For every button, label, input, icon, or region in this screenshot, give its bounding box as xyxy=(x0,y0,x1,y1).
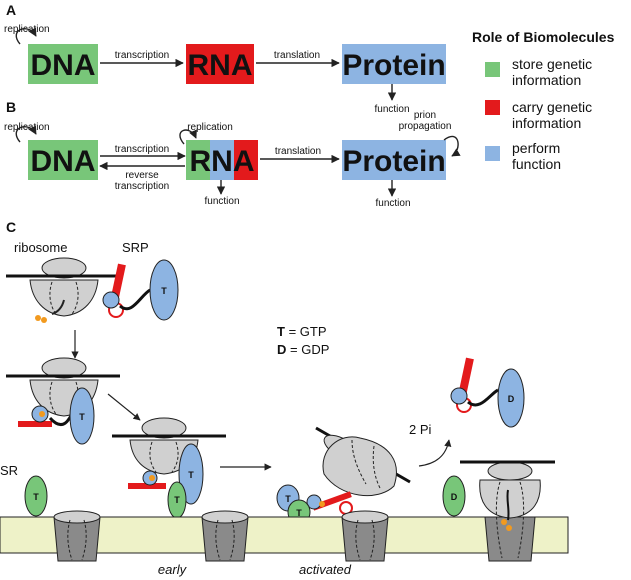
activated-t-srp: T xyxy=(285,494,291,504)
legend-item-3-line1: perform xyxy=(512,140,560,156)
srp-released: D xyxy=(450,357,525,428)
key-t-letter: T xyxy=(277,324,285,339)
a-protein-box xyxy=(342,44,446,84)
key-gtp: T = GTP xyxy=(277,324,327,339)
panel-c-label: C xyxy=(6,219,16,235)
early-label: early xyxy=(158,562,188,577)
b-dna-box xyxy=(28,140,98,180)
a-transcription-label: transcription xyxy=(115,50,169,61)
early-t-srp: T xyxy=(188,470,194,480)
srp-free: T xyxy=(102,259,179,321)
b-protein-function-label: function xyxy=(375,198,410,209)
legend-item-1-line2: information xyxy=(512,72,581,88)
a-dna-box xyxy=(28,44,98,84)
legend-item-2-line1: carry genetic xyxy=(512,99,592,115)
legend-swatch-red xyxy=(485,100,500,115)
translocon-4-with-ribosome xyxy=(460,460,555,562)
b-rna-replication-arrow xyxy=(179,129,197,145)
a-rna-box xyxy=(186,44,254,84)
sr-released-d: D xyxy=(451,492,458,502)
srp-released-d: D xyxy=(508,394,515,404)
key-gdp: D = GDP xyxy=(277,342,329,357)
legend-swatch-blue xyxy=(485,146,500,161)
b-rna-replication-label: replication xyxy=(187,122,233,133)
b-prion-label-1: prion xyxy=(414,110,436,121)
ribosome-label: ribosome xyxy=(14,240,67,255)
b-reverse-label-2: transcription xyxy=(115,181,169,192)
early-t-sr: T xyxy=(174,495,180,505)
translocon-1 xyxy=(53,510,101,562)
key-d-text: = GDP xyxy=(286,342,329,357)
sr-free-t: T xyxy=(33,492,39,502)
translocon-2 xyxy=(201,510,249,562)
b-rna-red-segment xyxy=(234,140,258,180)
key-d-letter: D xyxy=(277,342,286,357)
b-dna-replication-arrow xyxy=(15,125,37,143)
b-rna-function-label: function xyxy=(204,196,239,207)
b-prion-label-2: propagation xyxy=(399,121,452,132)
b-rna-text: RNA xyxy=(190,145,255,178)
a-rna-text: RNA xyxy=(188,49,253,82)
activated-t-sr: T xyxy=(296,508,302,518)
b-dna-text: DNA xyxy=(31,145,96,178)
srp-free-t: T xyxy=(161,286,167,296)
a-replication-arrow xyxy=(15,27,37,45)
panel-b-label: B xyxy=(6,99,16,115)
a-function-label: function xyxy=(374,104,409,115)
sr-released: D xyxy=(442,475,466,517)
panel-a-label: A xyxy=(6,2,16,18)
ribosome-srp-complex: T xyxy=(6,357,120,445)
b-rna-blue-segment xyxy=(210,140,234,180)
b-transcription-label: transcription xyxy=(115,144,169,155)
c-step-arrow-2 xyxy=(107,393,141,421)
legend-title: Role of Biomolecules xyxy=(472,29,615,45)
activated-label: activated xyxy=(299,562,352,577)
c-step-arrow-4 xyxy=(418,439,452,467)
b-prion-arrow xyxy=(443,135,461,157)
b-protein-box xyxy=(342,140,446,180)
sr-free: T xyxy=(24,475,48,517)
a-translation-label: translation xyxy=(274,50,320,61)
ribosome-free xyxy=(6,257,120,323)
pi-label: 2 Pi xyxy=(409,422,432,437)
legend-item-2-line2: information xyxy=(512,115,581,131)
sr-label: SR xyxy=(0,463,18,478)
complex-t: T xyxy=(79,412,85,422)
b-translation-label: translation xyxy=(275,146,321,157)
a-protein-text: Protein xyxy=(342,49,445,82)
legend-swatch-green xyxy=(485,62,500,77)
a-dna-text: DNA xyxy=(31,49,96,82)
activated-complex: T T xyxy=(276,426,411,525)
b-reverse-label-1: reverse xyxy=(125,170,159,181)
key-t-text: = GTP xyxy=(285,324,327,339)
legend-item-1-line1: store genetic xyxy=(512,56,592,72)
translocon-3 xyxy=(341,510,389,562)
b-rna-green-segment xyxy=(186,140,210,180)
legend-item-3-line2: function xyxy=(512,156,561,172)
srp-label: SRP xyxy=(122,240,149,255)
b-protein-text: Protein xyxy=(342,145,445,178)
early-complex: T T xyxy=(112,417,226,519)
